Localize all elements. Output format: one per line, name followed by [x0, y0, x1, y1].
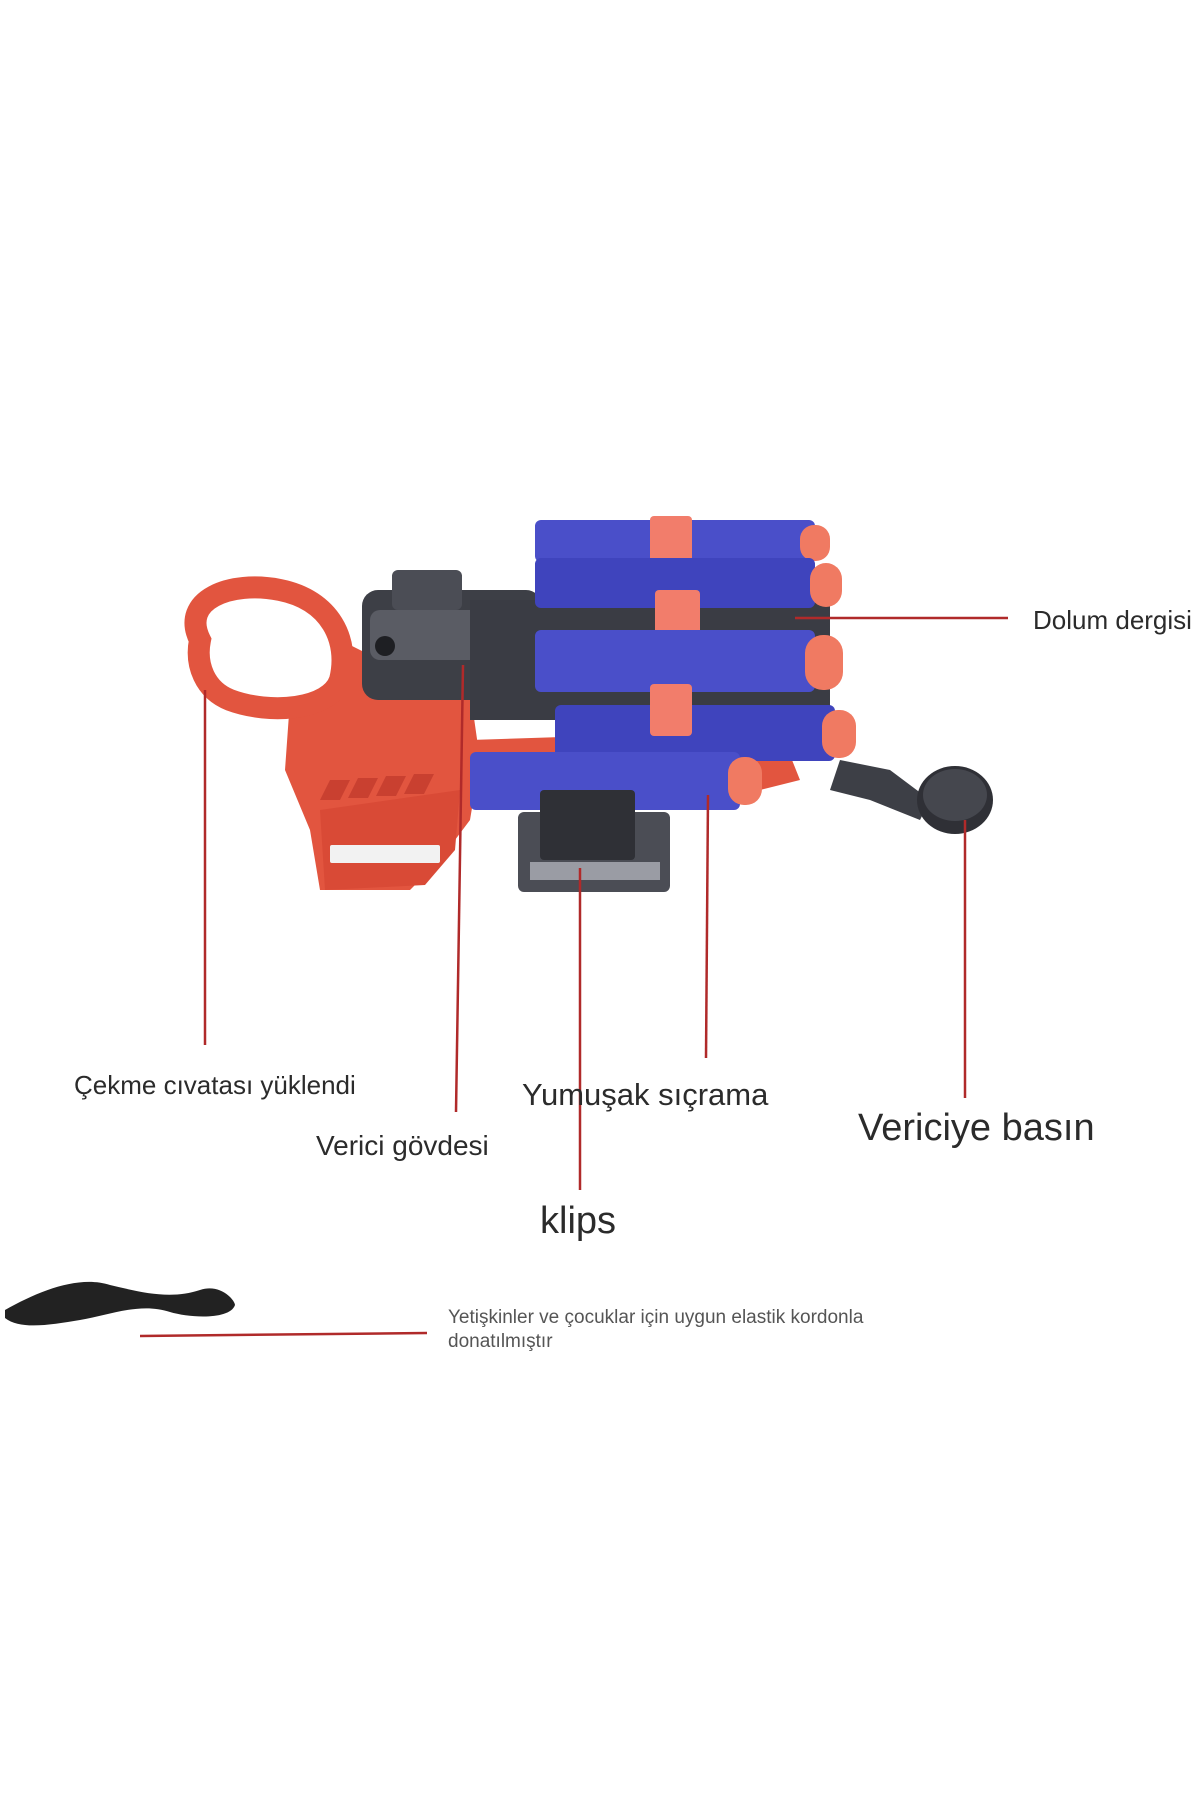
leader-line-yumusak — [706, 795, 708, 1058]
label-cekme-civatasi: Çekme cıvatası yüklendi — [74, 1070, 356, 1101]
elastic-strap — [5, 1282, 235, 1326]
label-dolum-dergisi: Dolum dergisi — [1033, 605, 1192, 636]
label-yumusak-sicrama: Yumuşak sıçrama — [522, 1077, 768, 1113]
label-vericiye-basin: Vericiye basın — [858, 1107, 1095, 1150]
press-trigger — [830, 760, 993, 834]
label-verici-govdesi: Verici gövdesi — [316, 1130, 489, 1162]
pull-ring — [195, 587, 380, 708]
label-klips: klips — [540, 1200, 616, 1243]
label-elastik-kordon: Yetişkinler ve çocuklar için uygun elast… — [448, 1306, 868, 1354]
leader-line-elastic — [140, 1333, 427, 1336]
